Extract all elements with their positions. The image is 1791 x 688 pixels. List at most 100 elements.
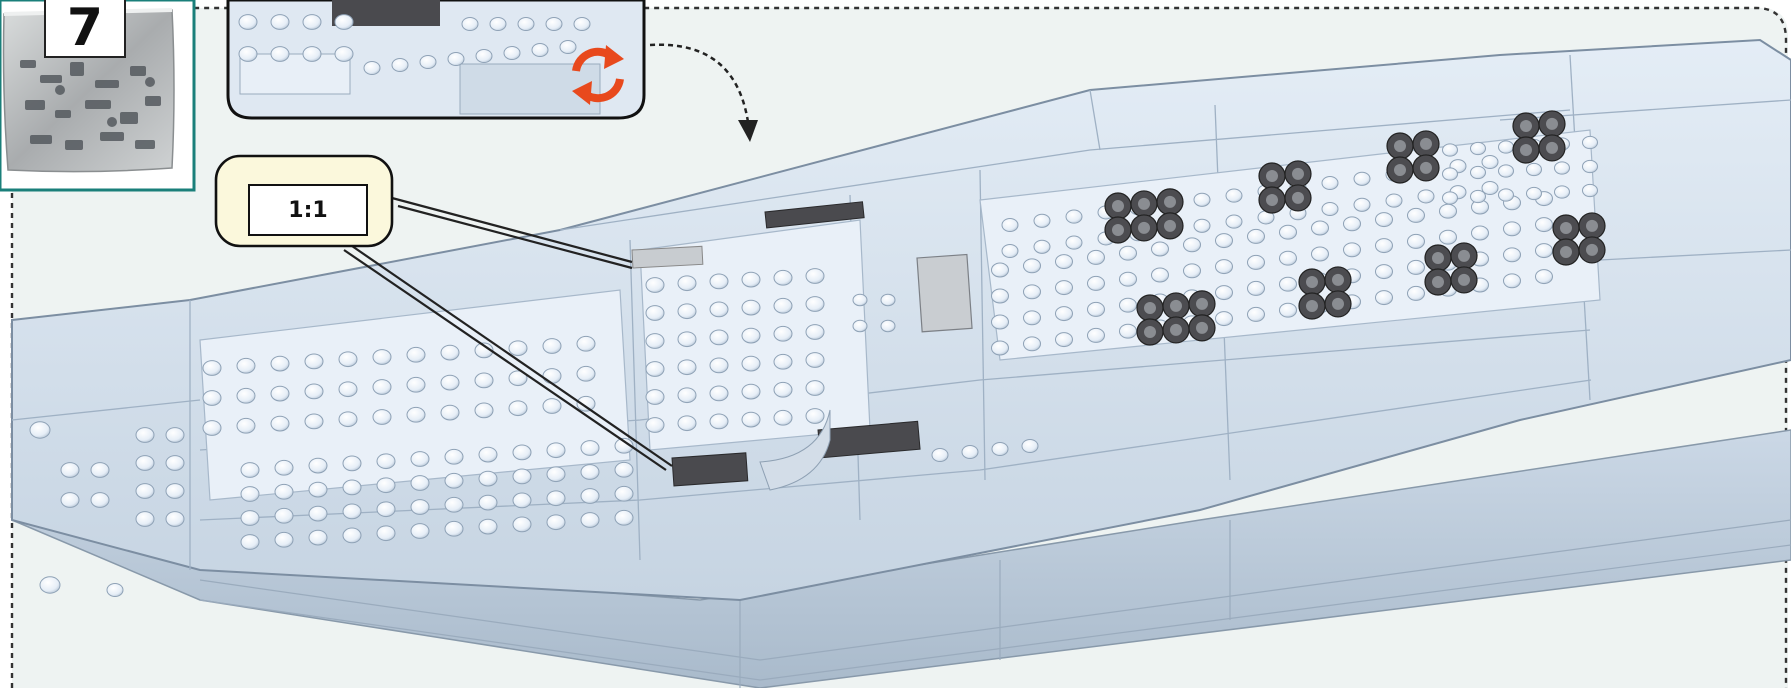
stud bbox=[1527, 187, 1542, 199]
stud bbox=[1583, 184, 1598, 196]
stud bbox=[513, 517, 531, 532]
stud bbox=[411, 452, 429, 467]
stud bbox=[1471, 166, 1486, 178]
stud bbox=[1120, 246, 1137, 260]
stud bbox=[504, 46, 520, 59]
stud bbox=[806, 297, 824, 312]
stud bbox=[275, 508, 293, 523]
stud bbox=[881, 320, 895, 331]
stud bbox=[992, 289, 1009, 303]
stud bbox=[373, 410, 391, 425]
light-gray-tile bbox=[632, 246, 703, 268]
stud bbox=[392, 58, 408, 71]
stud bbox=[237, 358, 255, 373]
stud bbox=[309, 506, 327, 521]
stud bbox=[91, 493, 109, 508]
stud bbox=[806, 409, 824, 424]
stud bbox=[581, 441, 599, 456]
stud bbox=[513, 445, 531, 460]
stud bbox=[678, 276, 696, 291]
stud bbox=[445, 473, 463, 488]
stud bbox=[275, 484, 293, 499]
stud bbox=[1536, 218, 1553, 232]
stud bbox=[339, 352, 357, 367]
stud bbox=[237, 418, 255, 433]
stud bbox=[1482, 155, 1498, 168]
stud bbox=[1376, 213, 1393, 227]
stud bbox=[237, 388, 255, 403]
stud bbox=[678, 332, 696, 347]
stud bbox=[271, 416, 289, 431]
stud bbox=[203, 391, 221, 406]
stud bbox=[581, 465, 599, 480]
stud bbox=[1354, 198, 1370, 211]
stud bbox=[742, 356, 760, 371]
stud bbox=[1088, 302, 1105, 316]
stud bbox=[1312, 247, 1329, 261]
stud bbox=[1312, 221, 1329, 235]
stud bbox=[1471, 190, 1486, 202]
stud bbox=[335, 15, 353, 30]
stud bbox=[1002, 218, 1018, 231]
stud bbox=[806, 269, 824, 284]
stud bbox=[710, 414, 728, 429]
stud bbox=[377, 502, 395, 517]
stud bbox=[1354, 172, 1370, 185]
stud bbox=[475, 403, 493, 418]
stud bbox=[1408, 260, 1425, 274]
stud bbox=[547, 491, 565, 506]
stud bbox=[543, 339, 561, 354]
stud bbox=[241, 535, 259, 550]
stud bbox=[678, 416, 696, 431]
stud bbox=[546, 17, 562, 30]
stud bbox=[271, 356, 289, 371]
stud bbox=[1504, 222, 1521, 236]
stud bbox=[91, 463, 109, 478]
stud bbox=[532, 43, 548, 56]
stud bbox=[710, 274, 728, 289]
stud bbox=[411, 500, 429, 515]
stud bbox=[441, 405, 459, 420]
stud bbox=[1056, 281, 1073, 295]
stud bbox=[339, 412, 357, 427]
stud bbox=[509, 401, 527, 416]
stud bbox=[343, 480, 361, 495]
stud bbox=[806, 325, 824, 340]
stud bbox=[305, 384, 323, 399]
stud bbox=[547, 515, 565, 530]
stud bbox=[373, 380, 391, 395]
stud bbox=[343, 528, 361, 543]
stud bbox=[1088, 250, 1105, 264]
stud bbox=[992, 263, 1009, 277]
stud bbox=[678, 304, 696, 319]
stud bbox=[309, 530, 327, 545]
stud bbox=[1583, 136, 1598, 148]
stud bbox=[560, 40, 576, 53]
stud bbox=[710, 302, 728, 317]
stud bbox=[377, 478, 395, 493]
stud bbox=[411, 524, 429, 539]
stud bbox=[1248, 255, 1265, 269]
stud bbox=[1472, 226, 1489, 240]
stud bbox=[61, 493, 79, 508]
step-number-box: 7 bbox=[44, 0, 126, 58]
stud bbox=[646, 334, 664, 349]
stud bbox=[420, 55, 436, 68]
stud bbox=[445, 497, 463, 512]
stud bbox=[1194, 193, 1210, 206]
stud bbox=[61, 463, 79, 478]
stud bbox=[1322, 176, 1338, 189]
stud bbox=[1376, 265, 1393, 279]
stud bbox=[343, 504, 361, 519]
stud bbox=[377, 526, 395, 541]
stud bbox=[547, 443, 565, 458]
stud bbox=[1216, 312, 1233, 326]
stud bbox=[203, 421, 221, 436]
stud bbox=[373, 350, 391, 365]
stud bbox=[441, 375, 459, 390]
stud bbox=[166, 456, 184, 471]
stud bbox=[239, 47, 257, 62]
stud bbox=[136, 512, 154, 527]
stud bbox=[462, 17, 478, 30]
stud bbox=[710, 330, 728, 345]
